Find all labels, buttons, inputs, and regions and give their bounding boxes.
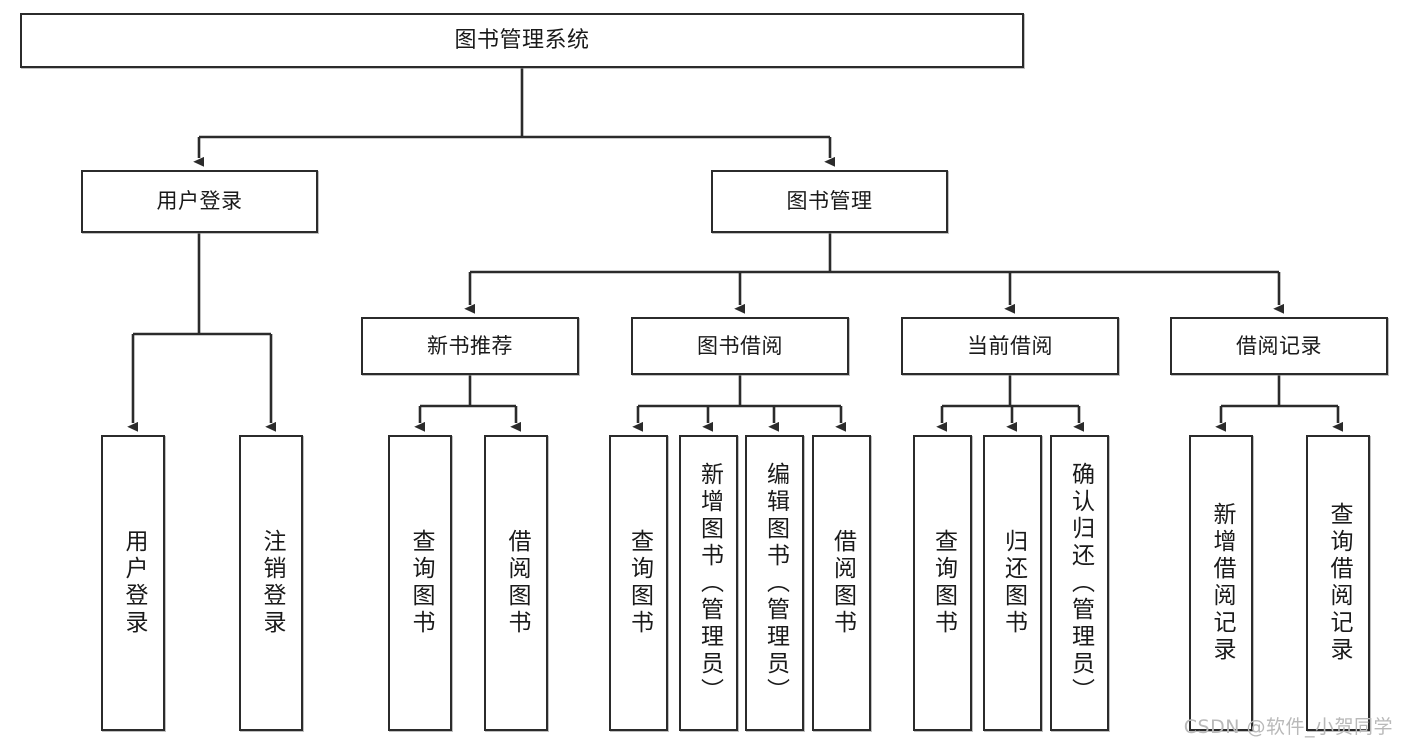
node-leaf-edit-book-label: 编辑图书（管理员） [762, 461, 789, 705]
node-user-login-label: 用户登录 [156, 189, 243, 214]
node-book-manage-label: 图书管理 [786, 189, 873, 214]
node-book-borrow-label: 图书借阅 [697, 333, 783, 358]
node-leaf-add-record[interactable]: 新增借阅记录 [1189, 435, 1253, 731]
node-current-borrow[interactable]: 当前借阅 [901, 317, 1119, 375]
node-leaf-query-book-borrow[interactable]: 查询图书 [609, 435, 668, 731]
node-leaf-query-record[interactable]: 查询借阅记录 [1306, 435, 1370, 731]
node-leaf-confirm-return[interactable]: 确认归还（管理员） [1050, 435, 1109, 731]
node-leaf-logout-label: 注销登录 [258, 529, 285, 637]
node-book-borrow[interactable]: 图书借阅 [631, 317, 849, 375]
node-root-label: 图书管理系统 [454, 27, 590, 53]
node-leaf-confirm-return-label: 确认归还（管理员） [1067, 461, 1094, 705]
node-leaf-user-login[interactable]: 用户登录 [101, 435, 165, 731]
node-leaf-logout[interactable]: 注销登录 [239, 435, 303, 731]
node-leaf-borrow-book-rec-label: 借阅图书 [503, 529, 530, 637]
node-borrow-record-label: 借阅记录 [1236, 333, 1322, 358]
node-leaf-return-book[interactable]: 归还图书 [983, 435, 1042, 731]
node-new-book-rec[interactable]: 新书推荐 [361, 317, 579, 375]
node-leaf-borrow-book[interactable]: 借阅图书 [812, 435, 871, 731]
node-current-borrow-label: 当前借阅 [967, 333, 1053, 358]
node-leaf-query-record-label: 查询借阅记录 [1325, 502, 1352, 664]
node-leaf-borrow-book-label: 借阅图书 [829, 529, 856, 637]
node-leaf-query-book-borrow-label: 查询图书 [626, 529, 653, 637]
node-leaf-query-book-current-label: 查询图书 [930, 529, 957, 637]
node-new-book-rec-label: 新书推荐 [427, 333, 513, 358]
node-leaf-user-login-label: 用户登录 [120, 529, 147, 637]
node-leaf-borrow-book-rec[interactable]: 借阅图书 [484, 435, 548, 731]
node-root[interactable]: 图书管理系统 [20, 13, 1024, 68]
node-leaf-return-book-label: 归还图书 [1000, 529, 1027, 637]
node-leaf-query-book-rec[interactable]: 查询图书 [388, 435, 452, 731]
node-leaf-query-book-current[interactable]: 查询图书 [913, 435, 972, 731]
node-leaf-add-book[interactable]: 新增图书（管理员） [679, 435, 738, 731]
watermark-text: CSDN @软件_小贺同学 [1183, 716, 1393, 738]
node-borrow-record[interactable]: 借阅记录 [1170, 317, 1388, 375]
node-book-manage[interactable]: 图书管理 [711, 170, 948, 233]
node-user-login[interactable]: 用户登录 [81, 170, 318, 233]
node-leaf-query-book-rec-label: 查询图书 [407, 529, 434, 637]
node-leaf-add-record-label: 新增借阅记录 [1208, 502, 1235, 664]
node-leaf-add-book-label: 新增图书（管理员） [696, 461, 723, 705]
node-leaf-edit-book[interactable]: 编辑图书（管理员） [745, 435, 804, 731]
